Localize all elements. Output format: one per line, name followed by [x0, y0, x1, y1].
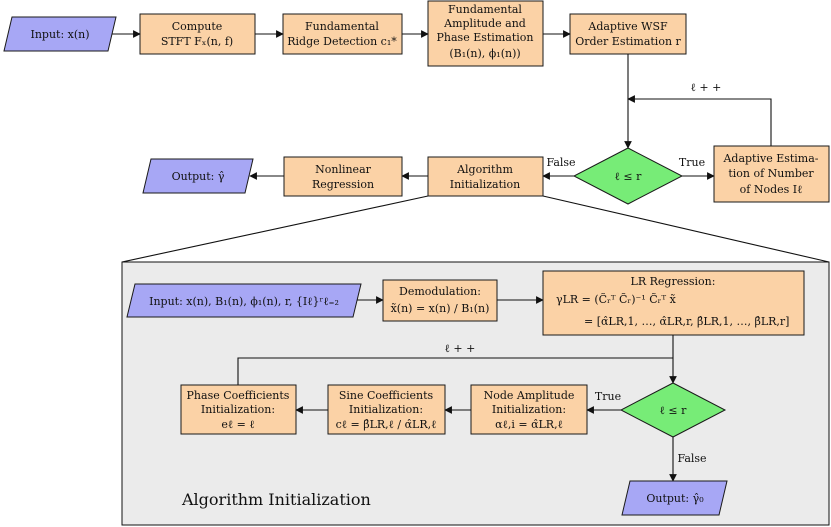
node-amplitude-box: Node Amplitude Initialization: αℓ,i = α̂… — [470, 384, 588, 435]
top-decision-node: ℓ ≤ r — [572, 147, 684, 205]
init-line-1: Algorithm — [456, 163, 513, 176]
demod-line-2: x̃(n) = x(n) / B₁(n) — [391, 302, 490, 315]
top-loop-label: ℓ + + — [691, 81, 722, 94]
demod-line-1: Demodulation: — [399, 285, 481, 298]
stft-box: Compute STFT Fₓ(n, f) — [139, 13, 256, 55]
lr-regression-box: LR Regression: γLR = (C̃ᵣᵀ C̃ᵣ)⁻¹ C̃ᵣᵀ x… — [542, 270, 805, 336]
zoom-line-right — [542, 195, 830, 263]
phase-line-1: Phase Coefficients — [187, 389, 290, 402]
order-estimation-box: Adaptive WSF Order Estimation r — [569, 13, 687, 55]
phase-line-2: Initialization: — [201, 403, 275, 416]
top-output-label: Output: γ̂ — [172, 170, 225, 183]
amp-line-4: (B₁(n), ϕ₁(n)) — [449, 47, 520, 60]
detail-false-label: False — [677, 452, 706, 465]
init-line-2: Initialization — [450, 178, 520, 191]
stft-line-1: Compute — [172, 20, 223, 33]
detail-input-node: Input: x(n), B₁(n), ϕ₁(n), r, {Iℓ}ʳℓ₌₂ — [126, 283, 362, 318]
detail-output-label: Output: γ̂₀ — [646, 492, 704, 505]
order-line-1: Adaptive WSF — [587, 20, 668, 33]
detail-input-label: Input: x(n), B₁(n), ϕ₁(n), r, {Iℓ}ʳℓ₌₂ — [149, 295, 339, 308]
nonlinear-regression-box: Nonlinear Regression — [283, 156, 403, 197]
algorithm-init-box: Algorithm Initialization — [427, 156, 544, 197]
demodulation-box: Demodulation: x̃(n) = x(n) / B₁(n) — [382, 279, 498, 322]
nodes-line-1: Adaptive Estima- — [722, 152, 818, 165]
nodeamp-line-1: Node Amplitude — [484, 389, 575, 402]
ridge-line-1: Fundamental — [305, 20, 379, 33]
zoom-line-left — [121, 195, 429, 263]
detail-title: Algorithm Initialization — [181, 490, 371, 509]
amp-line-1: Fundamental — [448, 3, 522, 16]
sine-line-1: Sine Coefficients — [339, 389, 434, 402]
top-input-label: Input: x(n) — [30, 28, 89, 41]
top-output-node: Output: γ̂ — [142, 158, 254, 194]
nonlin-line-1: Nonlinear — [315, 163, 372, 176]
detail-decision-label: ℓ ≤ r — [660, 404, 687, 417]
amplitude-phase-box: Fundamental Amplitude and Phase Estimati… — [427, 0, 544, 67]
lr-line-1: LR Regression: — [631, 275, 716, 288]
top-input-node: Input: x(n) — [3, 16, 117, 52]
nodeamp-line-2: Initialization: — [492, 403, 566, 416]
detail-true-label: True — [595, 390, 621, 403]
top-decision-label: ℓ ≤ r — [615, 170, 642, 183]
nodeamp-line-3: αℓ,i = α̂LR,ℓ — [495, 418, 563, 431]
sine-coefficients-box: Sine Coefficients Initialization: cℓ = β… — [327, 384, 446, 435]
nodes-estimation-box: Adaptive Estima- tion of Number of Nodes… — [713, 145, 830, 203]
nodes-line-3: of Nodes Iℓ — [740, 183, 803, 196]
lr-line-3: = [α̂LR,1, …, α̂LR,r, β̂LR,1, …, β̂LR,r] — [584, 315, 789, 328]
amp-line-2: Amplitude and — [443, 17, 526, 30]
detail-loop-label: ℓ + + — [445, 342, 476, 355]
ridge-line-2: Ridge Detection c₁* — [287, 35, 397, 48]
sine-line-3: cℓ = β̂LR,ℓ / α̂LR,ℓ — [336, 418, 437, 431]
top-false-label: False — [546, 156, 575, 169]
amp-line-3: Phase Estimation — [437, 31, 534, 44]
nonlin-line-2: Regression — [312, 178, 374, 191]
stft-line-2: STFT Fₓ(n, f) — [161, 35, 233, 48]
detail-output-node: Output: γ̂₀ — [621, 480, 728, 516]
nodes-line-2: tion of Number — [728, 167, 814, 180]
lr-line-2: γLR = (C̃ᵣᵀ C̃ᵣ)⁻¹ C̃ᵣᵀ x̃ — [556, 293, 677, 306]
phase-coefficients-box: Phase Coefficients Initialization: eℓ = … — [180, 384, 297, 435]
ridge-box: Fundamental Ridge Detection c₁* — [282, 13, 403, 55]
order-line-2: Order Estimation r — [575, 35, 681, 48]
top-true-label: True — [679, 156, 705, 169]
detail-loop-arrow — [237, 357, 673, 385]
sine-line-2: Initialization: — [349, 403, 423, 416]
phase-line-3: eℓ = ℓ — [221, 418, 254, 431]
detail-decision-node: ℓ ≤ r — [619, 382, 727, 438]
loop-arrow-top — [627, 95, 772, 146]
